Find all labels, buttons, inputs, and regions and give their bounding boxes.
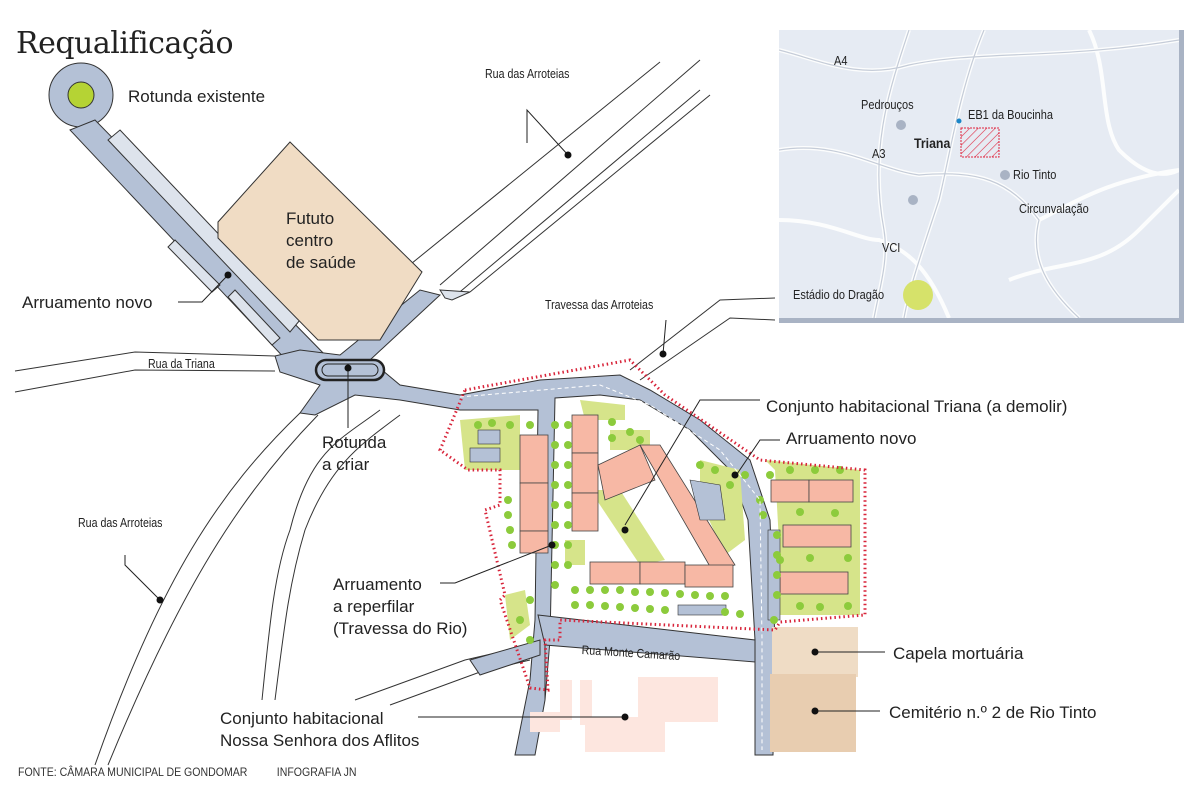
locator-inset-map: A4 Pedrouços EB1 da Boucinha Triana A3 R…: [779, 30, 1184, 323]
label-arruamento-novo-right: Arruamento novo: [786, 429, 917, 448]
inset-label-circunvalacao: Circunvalação: [1019, 202, 1089, 216]
inset-label-rio-tinto: Rio Tinto: [1013, 168, 1057, 182]
label-cemiterio: Cemitério n.º 2 de Rio Tinto: [889, 703, 1097, 722]
label-conjunto-aflitos: Conjunto habitacional Nossa Senhora dos …: [220, 709, 420, 750]
label-rotunda-a-criar: Rotunda a criar: [322, 433, 387, 474]
inset-label-triana: Triana: [914, 135, 951, 151]
label-travessa-das-arroteias: Travessa das Arroteias: [545, 298, 654, 312]
page-title: Requalificação: [16, 26, 234, 61]
footer-source: FONTE: CÂMARA MUNICIPAL DE GONDOMAR INFO…: [18, 765, 357, 779]
inset-label-a4: A4: [834, 54, 848, 68]
label-rotunda-existente: Rotunda existente: [128, 87, 266, 106]
intervention-boundary: [438, 358, 867, 692]
inset-label-vci: VCI: [882, 241, 901, 255]
inset-label-eb1: EB1 da Boucinha: [968, 108, 1054, 122]
label-conjunto-triana: Conjunto habitacional Triana (a demolir): [766, 397, 1068, 416]
inset-label-a3: A3: [872, 147, 886, 161]
label-arruamento-novo-left: Arruamento novo: [22, 293, 153, 312]
health-center-area: [217, 141, 423, 341]
label-rua-da-triana: Rua da Triana: [148, 357, 215, 371]
inset-label-estadio: Estádio do Dragão: [793, 288, 885, 302]
label-arruamento-reperfilar: Arruamento a reperfilar (Travessa do Rio…: [333, 575, 468, 638]
label-rua-das-arroteias-top: Rua das Arroteias: [485, 67, 570, 81]
inset-label-pedroucos: Pedrouços: [861, 98, 914, 112]
label-health-center: Fututo centro de saúde: [286, 209, 356, 272]
label-rua-das-arroteias-left: Rua das Arroteias: [78, 516, 163, 530]
label-capela-mortuaria: Capela mortuária: [893, 644, 1024, 663]
